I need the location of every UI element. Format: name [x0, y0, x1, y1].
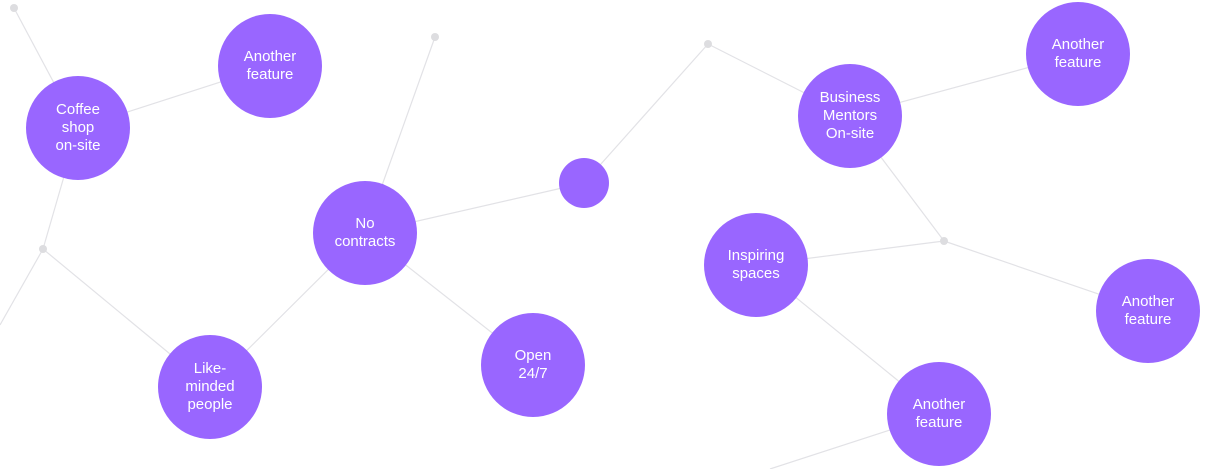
node-label: Business Mentors On-site — [819, 89, 881, 142]
node-another-feature[interactable]: Another feature — [1026, 2, 1130, 106]
joint-dot — [39, 245, 47, 253]
link — [583, 43, 709, 184]
node-inspiring-spaces[interactable]: Inspiring spaces — [704, 213, 808, 317]
node-business-mentors[interactable]: Business Mentors On-site — [798, 64, 902, 168]
node-label: Coffee shop on-site — [55, 101, 101, 154]
link — [0, 248, 44, 326]
node-another-feature[interactable]: Another feature — [887, 362, 991, 466]
node-blank[interactable] — [559, 158, 609, 208]
node-open-24-7[interactable]: Open 24/7 — [481, 313, 585, 417]
node-label: Another feature — [243, 48, 297, 83]
node-another-feature[interactable]: Another feature — [218, 14, 322, 118]
node-another-feature[interactable]: Another feature — [1096, 259, 1200, 363]
node-label: Another feature — [1121, 293, 1175, 328]
node-label: Inspiring spaces — [727, 247, 785, 282]
node-label: Another feature — [912, 396, 966, 431]
joint-dot — [940, 237, 948, 245]
node-label: Open 24/7 — [514, 347, 552, 382]
node-no-contracts[interactable]: No contracts — [313, 181, 417, 285]
joint-dot — [10, 4, 18, 12]
joint-dot — [704, 40, 712, 48]
node-label: Like- minded people — [185, 360, 235, 413]
node-label: Another feature — [1051, 36, 1105, 71]
node-like-minded-people[interactable]: Like- minded people — [158, 335, 262, 439]
node-coffee-shop[interactable]: Coffee shop on-site — [26, 76, 130, 180]
joint-dot — [431, 33, 439, 41]
node-label: No contracts — [334, 215, 396, 250]
